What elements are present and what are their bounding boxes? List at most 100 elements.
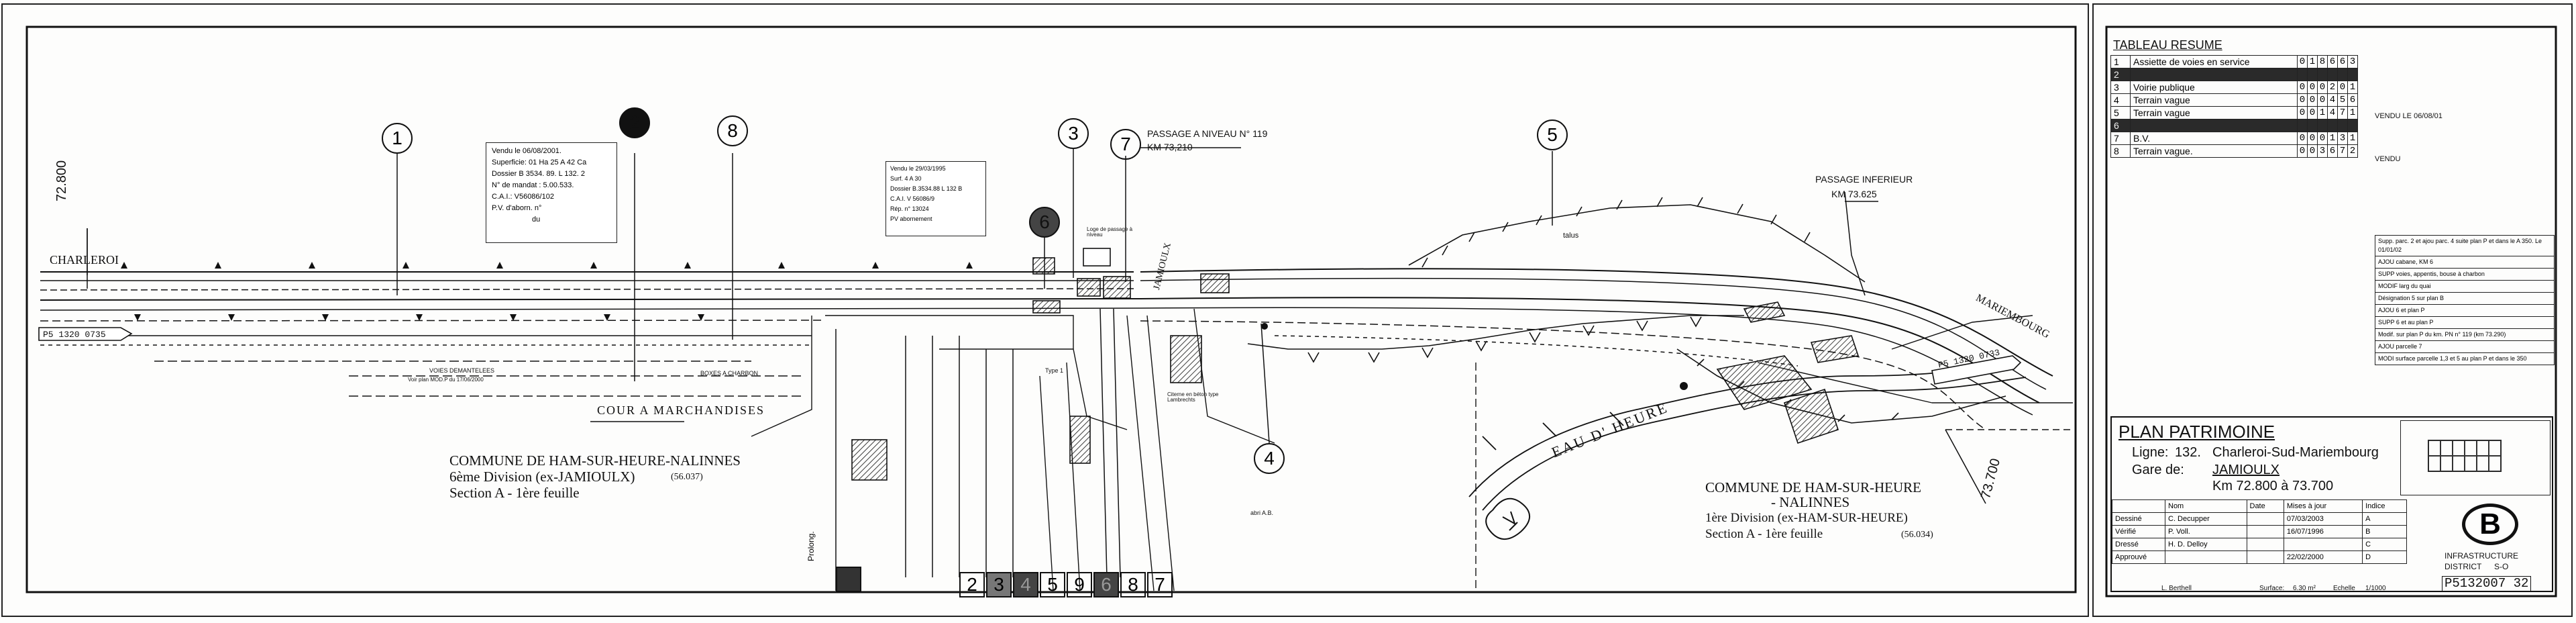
- summary-row-digit: 6: [2327, 55, 2338, 68]
- summary-row-digit: 1: [2317, 106, 2328, 119]
- revision-note: SUPP 6 et au plan P: [2375, 317, 2554, 329]
- summary-row-digit: 0: [2297, 93, 2308, 107]
- echelle-label: Echelle: [2333, 585, 2355, 592]
- summary-row-digit: 2: [2327, 81, 2338, 94]
- title-block: PLAN PATRIMOINE Ligne: 132. Charleroi-Su…: [2110, 416, 2553, 592]
- division-cell: [2465, 440, 2477, 456]
- summary-row-digit: [2347, 119, 2358, 132]
- sold2-line: C.A.I.: V56086/102: [492, 193, 554, 201]
- summary-row-digit: [2327, 68, 2338, 81]
- cartouche-header: Nom: [2165, 499, 2247, 513]
- sold2-line: Dossier B 3534. 89. L 132. 2: [492, 170, 586, 178]
- parcel-callout-3: 3: [1058, 118, 1089, 149]
- commune1-line3: Section A - 1ère feuille: [449, 485, 580, 501]
- revision-note: MODIF larg du quai: [2375, 281, 2554, 293]
- surface-value: 6.30 m²: [2293, 585, 2316, 592]
- revision-note: MODI surface parcelle 1,3 et 5 au plan P…: [2375, 353, 2554, 365]
- revision-note: AJOU 6 et plan P: [2375, 305, 2554, 317]
- summary-row-digit: 4: [2327, 106, 2338, 119]
- cartouche-cell: [2246, 512, 2284, 526]
- voies-plan-ref: Voir plan MOD.P du 17/06/2000: [408, 377, 484, 383]
- revision-note: Désignation 5 sur plan B: [2375, 293, 2554, 305]
- summary-row-digit: 7: [2337, 144, 2348, 158]
- cartouche-cell: C: [2362, 538, 2407, 551]
- pi-title: PASSAGE INFERIEUR: [1815, 174, 1913, 185]
- division-cell: [2477, 456, 2489, 471]
- parcel-callout-6: 6: [1029, 207, 1060, 238]
- division-cell: [2477, 440, 2489, 456]
- prolong-note: Prolong.: [806, 531, 816, 561]
- legend-square-9: 9: [1067, 572, 1092, 597]
- summary-row-label: [2130, 68, 2298, 81]
- revision-notes: Supp. parc. 2 et ajou parc. 4 suite plan…: [2375, 235, 2555, 365]
- division-cell: [2428, 456, 2440, 471]
- cartouche-cell: C. Decupper: [2165, 512, 2247, 526]
- sold2-line: P.V. d'aborn. n°: [492, 204, 542, 212]
- division-cell: [2453, 440, 2465, 456]
- summary-row-digit: 0: [2297, 144, 2308, 158]
- cartouche-cell: Approuvé: [2112, 550, 2165, 564]
- summary-note-2: VENDU LE 06/08/01: [2375, 112, 2443, 120]
- summary-row-digit: [2297, 68, 2308, 81]
- summary-row-digit: 4: [2327, 93, 2338, 107]
- cour-marchandises-label: COUR A MARCHANDISES: [597, 403, 765, 417]
- summary-table-title: TABLEAU RESUME: [2113, 38, 2222, 52]
- voies-demantelees-label: VOIES DEMANTELEES: [429, 367, 495, 374]
- summary-row-digit: 0: [2337, 81, 2348, 94]
- cartouche-cell: Dressé: [2112, 538, 2165, 551]
- cartouche-cell: 07/03/2003: [2283, 512, 2363, 526]
- revision-note: Supp. parc. 2 et ajou parc. 4 suite plan…: [2375, 236, 2554, 256]
- commune2-line3: 1ère Division (ex-HAM-SUR-HEURE): [1705, 511, 1908, 525]
- cartouche-cell: D: [2362, 550, 2407, 564]
- gare-label: Gare de:: [2132, 463, 2184, 477]
- summary-row-digit: 1: [2347, 132, 2358, 145]
- sold6-line: Vendu le 29/03/1995: [890, 165, 946, 172]
- summary-row-digit: [2307, 119, 2318, 132]
- summary-row-digit: [2337, 119, 2348, 132]
- summary-row-digit: 0: [2307, 144, 2318, 158]
- sncb-logo: B: [2462, 504, 2518, 545]
- legend-square-3: 3: [986, 572, 1012, 597]
- summary-row-digit: [2307, 68, 2318, 81]
- summary-row-digit: 0: [2297, 81, 2308, 94]
- summary-row: 6: [2110, 119, 2358, 132]
- district-code: S-O: [2494, 562, 2509, 571]
- cartouche-cell: [2165, 550, 2247, 564]
- summary-row-digit: 6: [2347, 93, 2358, 107]
- summary-row-num: 7: [2110, 132, 2131, 145]
- parcel-callout-7: 7: [1110, 129, 1141, 160]
- summary-row-digit: 0: [2317, 132, 2328, 145]
- commune2-line2: - NALINNES: [1771, 494, 1850, 510]
- ligne-value: 132.: [2175, 445, 2201, 460]
- cartouche-cell: B: [2362, 525, 2407, 538]
- parcel-callout-4: 4: [1254, 443, 1285, 474]
- parcel-callout-8: 8: [717, 115, 748, 146]
- summary-row-digit: 0: [2317, 81, 2328, 94]
- summary-row-label: Terrain vague.: [2130, 144, 2298, 158]
- cartouche-cell: 22/02/2000: [2283, 550, 2363, 564]
- summary-row-digit: 1: [2327, 132, 2338, 145]
- sold-parcel-box-6: Vendu le 29/03/1995 Surf. 4 A 30 Dossier…: [885, 161, 986, 236]
- cartouche-cell: Vérifié: [2112, 525, 2165, 538]
- summary-row-label: Assiette de voies en service: [2130, 55, 2298, 68]
- parcel-callout-1: 1: [382, 123, 413, 154]
- district-label: INFRASTRUCTURE: [2445, 551, 2518, 561]
- gare-name: JAMIOULX: [2212, 463, 2280, 477]
- summary-row-digit: [2317, 119, 2328, 132]
- type1-label: Type 1: [1045, 367, 1064, 374]
- revision-note: AJOU parcelle 7: [2375, 341, 2554, 353]
- commune2-line1: COMMUNE DE HAM-SUR-HEURE: [1705, 479, 1922, 495]
- cartouche-cell: [2246, 538, 2284, 551]
- cartouche-header: Indice: [2362, 499, 2407, 513]
- talus-label: talus: [1563, 232, 1579, 240]
- legend-square-8: 8: [1120, 572, 1146, 597]
- cartouche-cell: P. Voll.: [2165, 525, 2247, 538]
- commune1-code: (56.037): [671, 472, 703, 482]
- cartouche-cell: Dessiné: [2112, 512, 2165, 526]
- commune1-line2: 6ème Division (ex-JAMIOULX): [449, 469, 635, 485]
